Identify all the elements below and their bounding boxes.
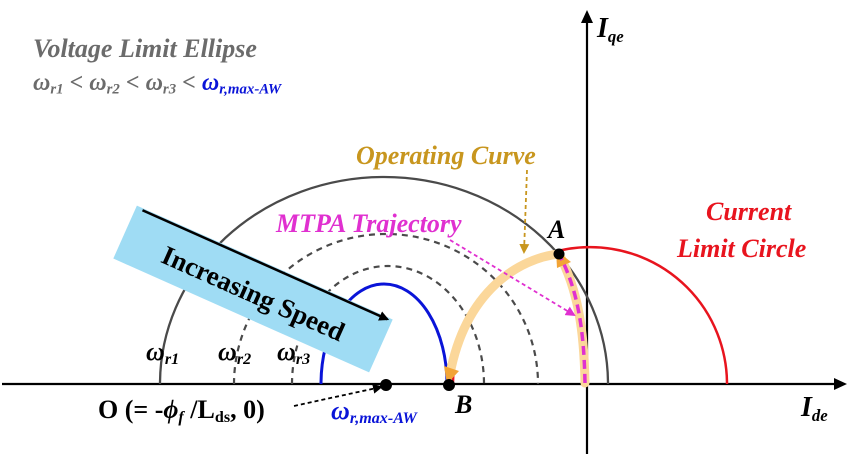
increasing-speed-arrow [141,209,390,321]
id-axis-label-main: I [801,392,812,423]
wmax-label-sub: r,max-AW [349,410,417,428]
current-limit-label-line2: Limit Circle [677,234,807,263]
wr2-label-main: ω [218,337,237,366]
wr1-label-sub: r1 [164,351,180,369]
speed-order-s2: r2 [106,81,120,98]
speed-order-line: ωr1 < ωr2 < ωr3 < ωr,max-AW [33,71,281,98]
origin-label-phi: ϕ [163,395,179,424]
id-axis-arrowhead [834,378,847,390]
wr2-label-sub: r2 [236,351,252,369]
wr3-label-sub: r3 [295,351,311,369]
origin-label-l-sub: ds [214,409,231,427]
speed-order-w4: ω [201,70,220,96]
increasing-speed-band [113,205,393,373]
speed-order-lt2: < [119,70,146,96]
origin-label-prefix: O (= - [98,395,164,424]
iq-axis-label: Iqe [597,15,624,46]
point-a-marker [553,248,565,260]
id-axis-label: Ide [801,394,828,425]
speed-order-lt3: < [176,70,202,96]
point-o-marker [380,379,392,391]
mtpa-trajectory [557,253,587,384]
origin-label-suffix: , 0) [230,395,265,424]
wr3-label-main: ω [277,337,296,366]
speed-order-s3: r3 [162,81,177,98]
speed-order-w2: ω [89,70,107,96]
point-a-label: A [548,215,566,244]
speed-order-s1: r1 [50,81,64,98]
iq-axis-arrowhead [581,10,593,23]
current-limit-label-line1: Current [706,197,792,226]
origin-label: O (= -ϕf /Lds, 0) [98,397,265,426]
origin-label-phi-sub: f [178,409,184,427]
operating-curve-pointer [519,169,530,254]
mtpa-pointer [449,239,576,317]
wmax-label: ωr,max-AW [331,398,417,427]
speed-order-s4: r,max-AW [219,81,282,98]
speed-order-w3: ω [145,70,163,96]
wr2-label: ωr2 [218,339,251,368]
wr3-label: ωr3 [277,339,310,368]
operating-curve-label: Operating Curve [356,141,536,170]
mtpa-label: MTPA Trajectory [276,209,462,238]
wmax-label-main: ω [331,396,350,425]
speed-order-lt1: < [63,70,90,96]
origin-label-mid: /L [183,395,215,424]
iq-axis-label-sub: qe [607,27,624,47]
point-b-label: B [455,390,473,419]
voltage-limit-title: Voltage Limit Ellipse [33,34,257,63]
point-b-marker [443,379,455,391]
iq-axis-label-main: I [597,13,608,44]
operating-curve [445,249,564,379]
wr1-label-main: ω [146,337,165,366]
speed-order-w1: ω [33,70,51,96]
id-axis-label-sub: de [811,406,828,426]
origin-pointer [293,383,383,407]
wr1-label: ωr1 [146,339,179,368]
